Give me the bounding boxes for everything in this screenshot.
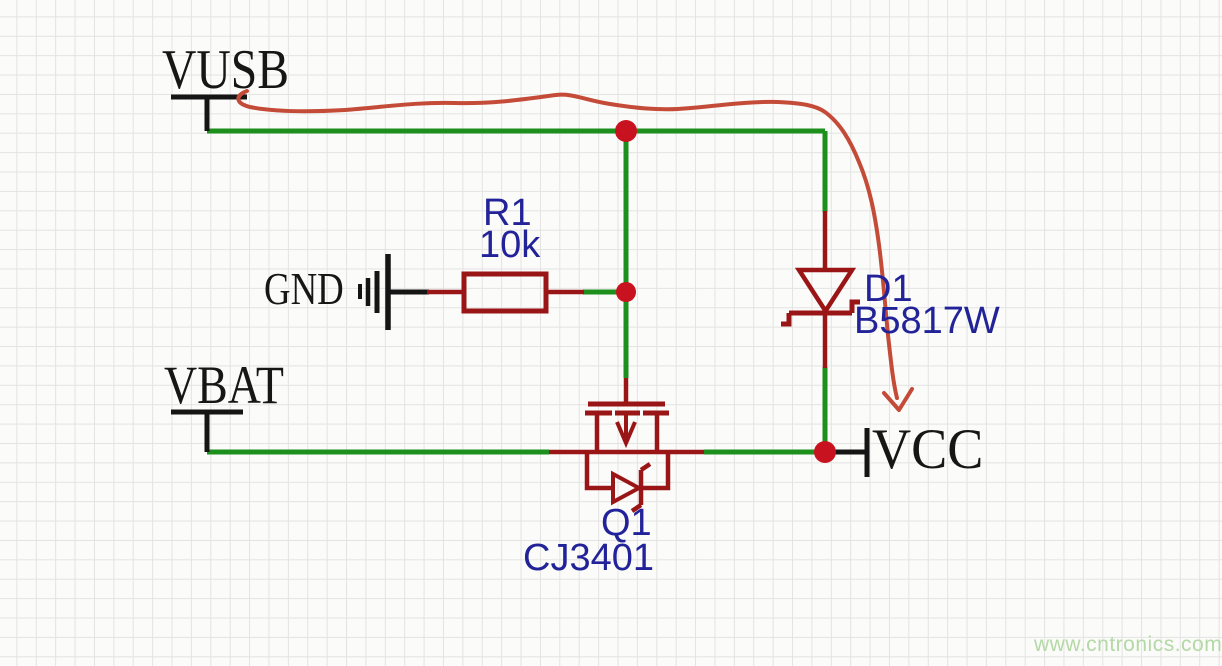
junction-dot bbox=[616, 282, 636, 302]
annotation-arrowhead bbox=[882, 387, 914, 412]
port-label-vbat: VBAT bbox=[164, 355, 284, 415]
q1-body-diode-schottky-bar bbox=[630, 462, 652, 513]
wires-green bbox=[207, 128, 828, 455]
resistor-ref-label: R1 bbox=[483, 192, 532, 234]
annotation-trace bbox=[236, 89, 899, 400]
components-red bbox=[427, 211, 860, 513]
mosfet-q1-symbol bbox=[584, 378, 671, 513]
d1-schottky-bar bbox=[781, 299, 860, 327]
resistor-value-label: 10k bbox=[479, 224, 541, 266]
junction-dots bbox=[615, 120, 836, 463]
junction-dot bbox=[814, 441, 836, 463]
mosfet-ref-label: Q1 bbox=[601, 502, 652, 544]
resistor-r1-symbol bbox=[427, 271, 584, 314]
resistor-body bbox=[461, 271, 549, 314]
vusb-port-pin bbox=[171, 94, 247, 131]
q1-bulk-arrow bbox=[615, 421, 637, 449]
port-label-vusb: VUSB bbox=[162, 39, 289, 101]
schottky-diode-d1-symbol bbox=[781, 211, 860, 368]
watermark-text: www.cntronics.com bbox=[1034, 633, 1222, 656]
annotation-group bbox=[236, 89, 914, 412]
q1-body-diode-loop bbox=[584, 452, 671, 491]
diode-value-label: B5817W bbox=[854, 300, 1000, 342]
d1-triangle bbox=[794, 267, 857, 316]
mosfet-value-label: CJ3401 bbox=[523, 537, 654, 579]
port-label-vcc: VCC bbox=[872, 418, 984, 481]
gnd-symbol bbox=[358, 254, 429, 330]
port-label-gnd: GND bbox=[264, 263, 344, 314]
q1-body-diode-triangle bbox=[611, 470, 644, 506]
diode-ref-label: D1 bbox=[864, 268, 913, 310]
junction-dot bbox=[615, 120, 637, 142]
vbat-port-pin bbox=[171, 409, 243, 452]
